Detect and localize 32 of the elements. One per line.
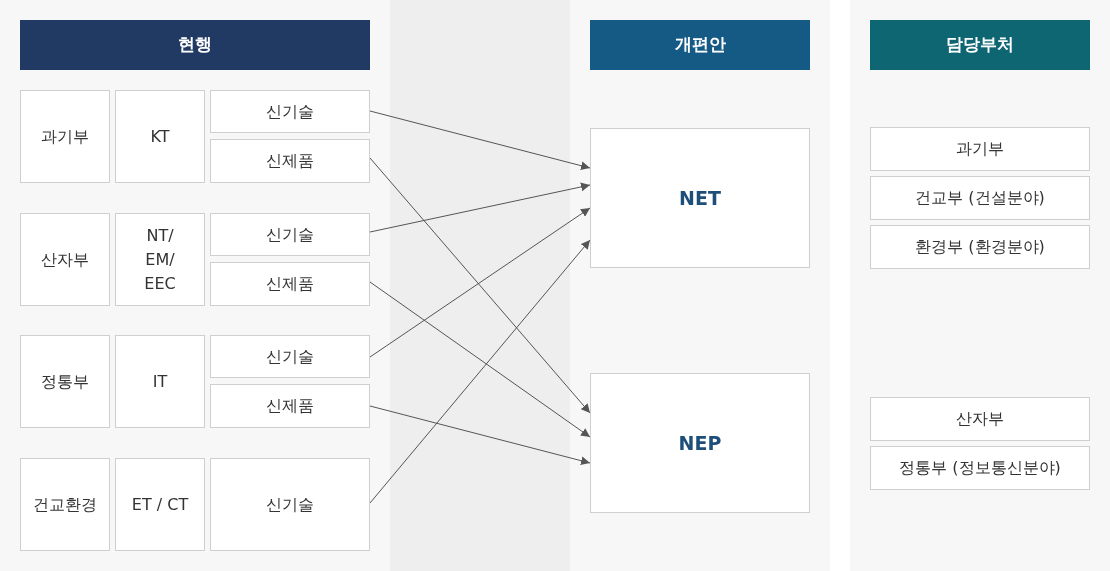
arrow xyxy=(369,281,591,438)
arrow xyxy=(369,207,591,358)
label-box: 환경부 (환경분야) xyxy=(870,225,1090,269)
arrow xyxy=(369,239,591,504)
target-box: NEP xyxy=(590,373,810,513)
label-box: 산자부 xyxy=(870,397,1090,441)
label-box: NT/ EM/ EEC xyxy=(115,213,205,306)
label-box: KT xyxy=(115,90,205,183)
label-box: 건교환경 xyxy=(20,458,110,551)
header-bar: 개편안 xyxy=(590,20,810,70)
arrow xyxy=(369,157,591,414)
label-box: 건교부 (건설분야) xyxy=(870,176,1090,220)
label-box: 산자부 xyxy=(20,213,110,306)
header-bar: 담당부처 xyxy=(870,20,1090,70)
label-box: 신기술 xyxy=(210,458,370,551)
label-box: 신기술 xyxy=(210,90,370,133)
arrow xyxy=(369,110,591,171)
target-box: NET xyxy=(590,128,810,268)
label-box: IT xyxy=(115,335,205,428)
arrow xyxy=(369,182,591,233)
label-box: 정통부 (정보통신분야) xyxy=(870,446,1090,490)
label-box: 신기술 xyxy=(210,213,370,256)
label-box: 신제품 xyxy=(210,262,370,306)
header-bar: 현행 xyxy=(20,20,370,70)
label-box: 과기부 xyxy=(870,127,1090,171)
label-box: 신제품 xyxy=(210,139,370,183)
label-box: 신제품 xyxy=(210,384,370,428)
label-box: 과기부 xyxy=(20,90,110,183)
label-box: 신기술 xyxy=(210,335,370,378)
arrow xyxy=(369,405,591,466)
label-box: 정통부 xyxy=(20,335,110,428)
label-box: ET / CT xyxy=(115,458,205,551)
